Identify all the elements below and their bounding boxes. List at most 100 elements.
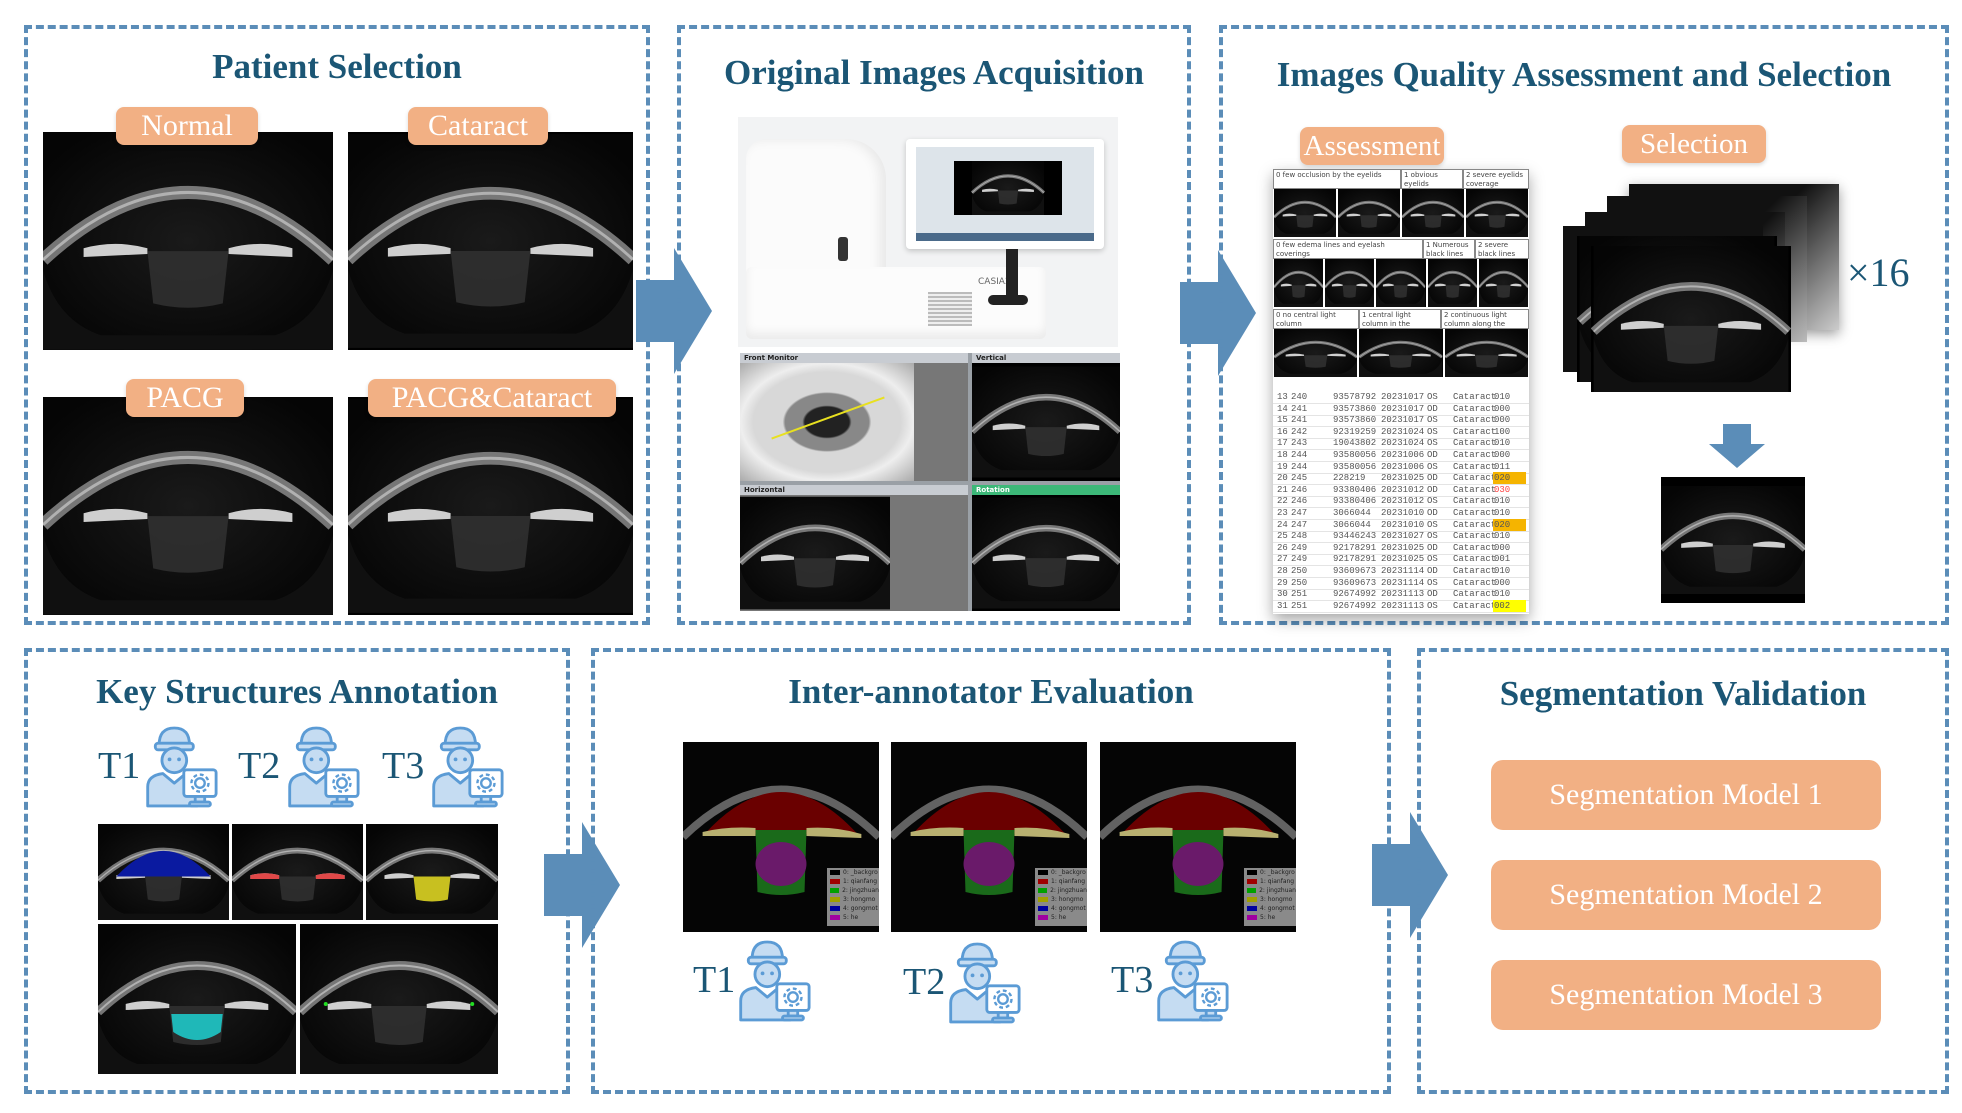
spreadsheet-cell-dx: Cataract bbox=[1453, 461, 1497, 472]
annotator-worker-icon bbox=[735, 938, 811, 1022]
image-stack bbox=[1563, 184, 1853, 424]
segmentation-model-2: Segmentation Model 2 bbox=[1491, 860, 1881, 930]
spreadsheet-cell-pid: 92178291 bbox=[1333, 554, 1377, 565]
legend-swatch bbox=[1247, 870, 1257, 875]
legend-label: 1: qianfang bbox=[1260, 878, 1295, 885]
spreadsheet-cell-eye: OS bbox=[1427, 426, 1438, 437]
legend-item: 3: hongmo bbox=[1035, 895, 1087, 904]
legend-item: 4: gongmot bbox=[1035, 904, 1087, 913]
annotator-label: T3 bbox=[382, 745, 425, 787]
legend-swatch bbox=[1247, 879, 1257, 884]
spreadsheet-cell-row: 16 bbox=[1277, 426, 1288, 437]
patient-selection-panel: Patient Selection Normal Cataract PACG P… bbox=[24, 25, 650, 625]
panel-title: Inter-annotator Evaluation bbox=[788, 672, 1194, 711]
legend-swatch bbox=[830, 906, 840, 911]
spreadsheet-cell-score: 000 bbox=[1494, 542, 1511, 553]
annotator-worker-icon bbox=[142, 724, 218, 808]
spreadsheet-cell-row: 28 bbox=[1277, 566, 1288, 576]
spreadsheet-cell-eye: OD bbox=[1427, 473, 1438, 484]
legend-label: 2: jingzhuan bbox=[842, 887, 879, 894]
legend-swatch bbox=[1038, 897, 1048, 902]
category-tag-normal: Normal bbox=[116, 107, 258, 145]
criteria-header-cell: 1 obvious eyelids coverage bbox=[1401, 169, 1463, 189]
spreadsheet-cell-score: 100 bbox=[1494, 426, 1511, 437]
view-vertical: Vertical bbox=[972, 353, 1120, 481]
legend-label: 1: qianfang bbox=[1051, 878, 1086, 885]
spreadsheet-cell-id: 244 bbox=[1291, 450, 1308, 460]
legend-item: 2: jingzhuan bbox=[1244, 886, 1296, 895]
segmentation-model-3: Segmentation Model 3 bbox=[1491, 960, 1881, 1030]
spreadsheet-cell-eye: OS bbox=[1427, 577, 1438, 588]
spreadsheet-cell-pid: 228219 bbox=[1333, 473, 1366, 484]
spreadsheet-cell-eye: OD bbox=[1427, 508, 1438, 518]
legend-swatch bbox=[1038, 870, 1048, 875]
annotator-label: T1 bbox=[693, 959, 736, 1001]
spreadsheet-cell-score: 000 bbox=[1494, 450, 1511, 460]
spreadsheet-cell-dx: Cataract bbox=[1453, 415, 1497, 426]
spreadsheet-cell-row: 19 bbox=[1277, 461, 1288, 472]
spreadsheet-cell-pid: 92178291 bbox=[1333, 542, 1377, 553]
spreadsheet-cell-dx: Cataract bbox=[1453, 531, 1497, 542]
spreadsheet-cell-row: 26 bbox=[1277, 542, 1288, 553]
spreadsheet-cell-row: 21 bbox=[1277, 484, 1288, 495]
criteria-example-image bbox=[1402, 189, 1464, 237]
legend-item: 2: jingzhuan bbox=[1035, 886, 1087, 895]
spreadsheet-cell-score: 010 bbox=[1494, 589, 1511, 600]
spreadsheet-cell-id: 248 bbox=[1291, 531, 1308, 542]
criteria-example-image bbox=[1274, 189, 1336, 237]
spreadsheet-cell-id: 249 bbox=[1291, 542, 1308, 553]
spreadsheet-cell-eye: OS bbox=[1427, 392, 1438, 402]
spreadsheet-cell-row: 25 bbox=[1277, 531, 1288, 542]
legend-item: 1: qianfang bbox=[1244, 877, 1296, 886]
spreadsheet-cell-id: 240 bbox=[1291, 392, 1308, 402]
spreadsheet-cell-pid: 92674992 bbox=[1333, 589, 1377, 600]
legend-label: 3: hongmo bbox=[1260, 896, 1293, 903]
spreadsheet-cell-dx: Cataract bbox=[1453, 519, 1497, 530]
selection-tag: Selection bbox=[1622, 125, 1766, 163]
spreadsheet-cell-id: 249 bbox=[1291, 554, 1308, 565]
legend-swatch bbox=[1038, 915, 1048, 920]
spreadsheet-cell-date: 20231006 bbox=[1381, 461, 1425, 472]
spreadsheet-cell-id: 241 bbox=[1291, 415, 1308, 426]
legend-item: 2: jingzhuan bbox=[827, 886, 879, 895]
spreadsheet-cell-date: 20231027 bbox=[1381, 531, 1425, 542]
spreadsheet-cell-row: 22 bbox=[1277, 496, 1288, 507]
spreadsheet-cell-row: 18 bbox=[1277, 450, 1288, 460]
oct-image-normal bbox=[43, 132, 333, 350]
segmentation-model-1: Segmentation Model 1 bbox=[1491, 760, 1881, 830]
legend-swatch bbox=[1247, 906, 1257, 911]
annotation-iris bbox=[232, 824, 363, 920]
stack-multiplier: ×16 bbox=[1847, 250, 1910, 295]
legend-item: 0: _backgro bbox=[827, 868, 879, 877]
spreadsheet-cell-id: 243 bbox=[1291, 438, 1308, 449]
annotation-panel: Key Structures Annotation T1 T2 T3 bbox=[24, 648, 570, 1094]
criteria-header-cell: 0 few occlusion by the eyelids bbox=[1273, 169, 1401, 189]
spreadsheet-cell-eye: OS bbox=[1427, 531, 1438, 542]
spreadsheet-cell-pid: 93609673 bbox=[1333, 577, 1377, 588]
spreadsheet-cell-row: 31 bbox=[1277, 600, 1288, 611]
criteria-example-image bbox=[1478, 259, 1528, 307]
spreadsheet-cell-row: 17 bbox=[1277, 438, 1288, 449]
acquisition-software-screen: Front Monitor Vertical Horizontal Rotati… bbox=[740, 353, 1120, 611]
spreadsheet-cell-row: 14 bbox=[1277, 403, 1288, 414]
criteria-header-cell: 0 no central light column bbox=[1273, 309, 1359, 329]
spreadsheet-cell-date: 20231114 bbox=[1381, 577, 1425, 588]
spreadsheet-cell-pid: 3066044 bbox=[1333, 519, 1371, 530]
spreadsheet-cell-score: 011 bbox=[1494, 461, 1511, 472]
legend-item: 3: hongmo bbox=[1244, 895, 1296, 904]
spreadsheet-cell-eye: OS bbox=[1427, 438, 1438, 449]
spreadsheet-cell-dx: Cataract bbox=[1453, 542, 1497, 553]
spreadsheet-cell-pid: 93573860 bbox=[1333, 403, 1377, 414]
spreadsheet-cell-id: 247 bbox=[1291, 508, 1308, 518]
quality-panel: Images Quality Assessment and Selection … bbox=[1219, 25, 1949, 625]
annotation-lens bbox=[366, 824, 498, 920]
